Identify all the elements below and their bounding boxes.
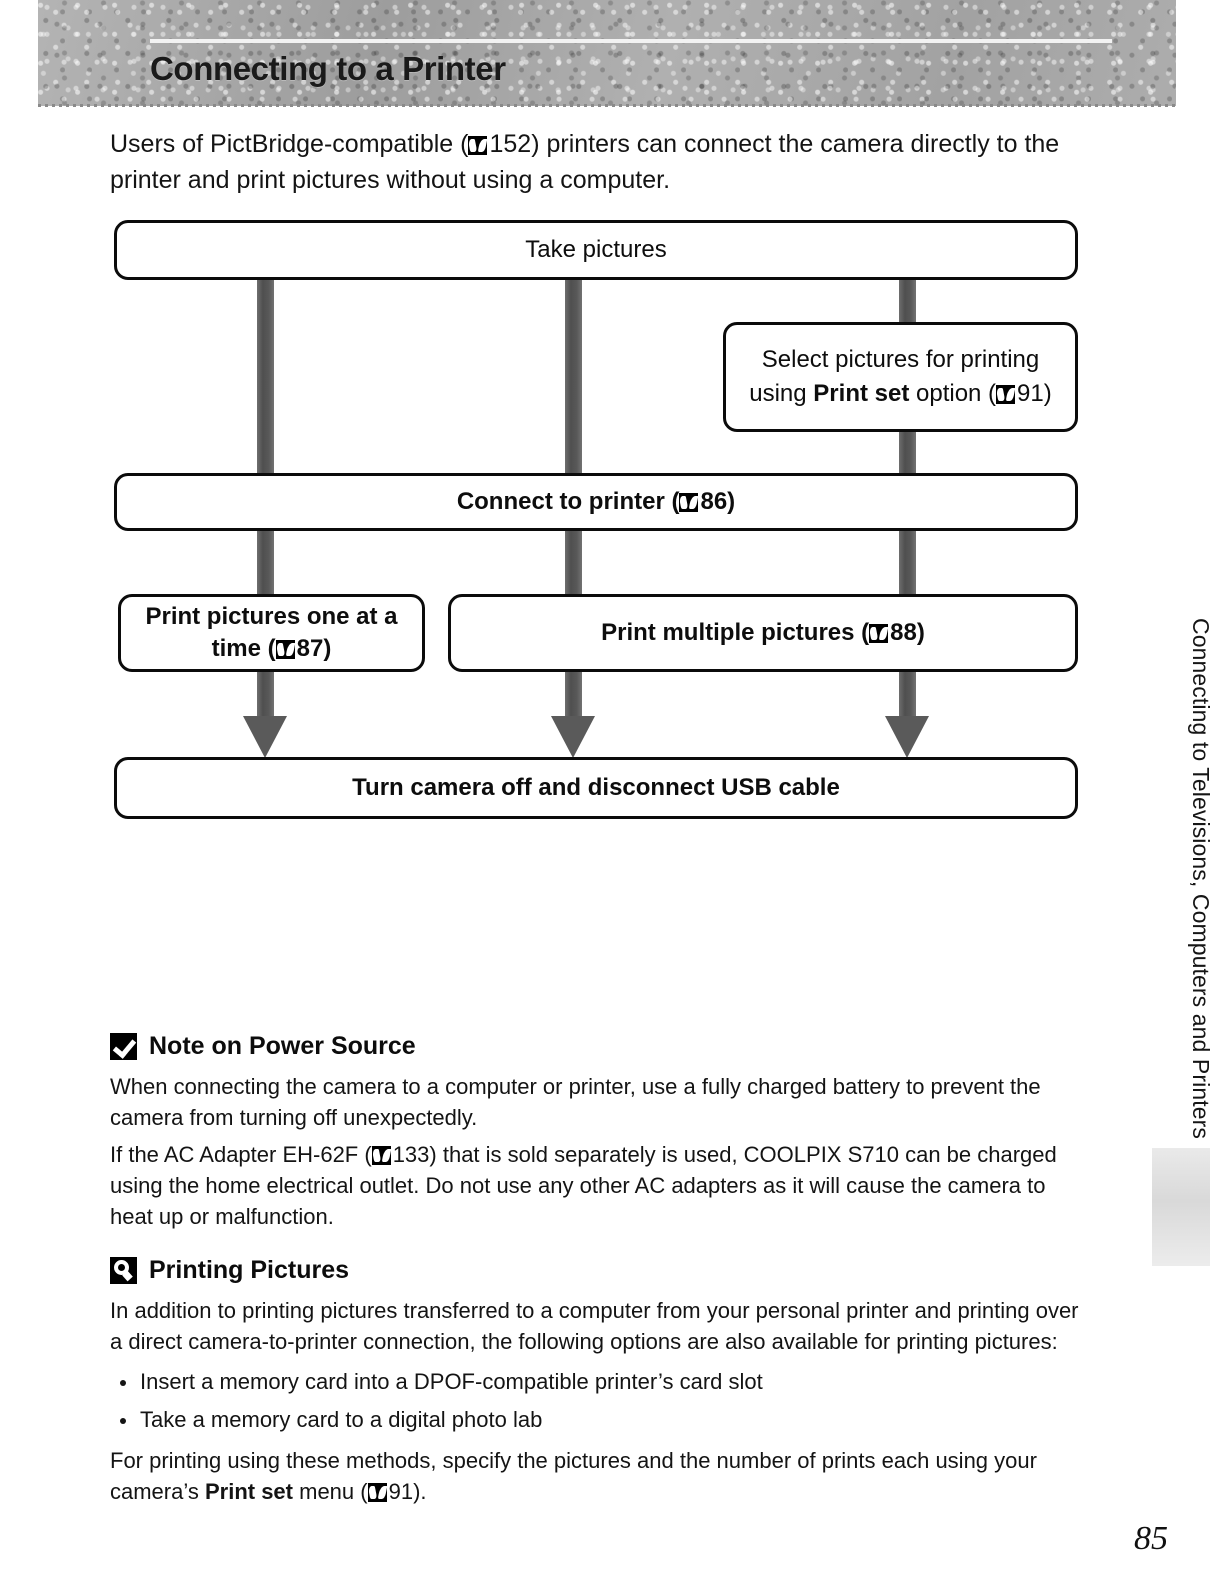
- note-printing-pictures-heading-label: Printing Pictures: [149, 1256, 350, 1284]
- note-printing-pictures-block: Printing Pictures In addition to printin…: [110, 1256, 1082, 1513]
- connect-text-pre: Connect to printer (: [456, 488, 680, 515]
- note-power-source-block: Note on Power Source When connecting the…: [110, 1032, 1082, 1238]
- check-icon: [110, 1033, 137, 1060]
- print-one-text-pre: Print pictures one at a time (: [145, 603, 398, 662]
- flow-box-select-pictures-line2: using Print set option ( 91): [749, 377, 1052, 411]
- lightbulb-tip-icon: [110, 1257, 137, 1284]
- intro-paragraph: Users of PictBridge-compatible ( 152) pri…: [110, 126, 1080, 198]
- note-printing-closing-paragraph: For printing using these methods, specif…: [110, 1445, 1082, 1507]
- reference-book-icon: [367, 1483, 387, 1502]
- note-printing-paragraph-1: In addition to printing pictures transfe…: [110, 1298, 1079, 1354]
- printing-closing-post: ).: [413, 1479, 427, 1504]
- printing-closing-pre: For printing using these methods, specif…: [110, 1448, 1037, 1504]
- flow-box-turn-camera-off-label: Turn camera off and disconnect USB cable: [352, 774, 840, 801]
- flow-box-print-one-label: Print pictures one at a time (87): [131, 601, 412, 665]
- printing-closing-bold: Print set: [204, 1479, 293, 1504]
- intro-text-after-ref: ) printers can connect the camera direct…: [110, 130, 1060, 194]
- note-printing-pictures-heading: Printing Pictures: [110, 1256, 1082, 1285]
- connector-print-multi-to-end: [565, 666, 582, 732]
- print-one-text-post: ): [323, 635, 332, 662]
- connect-ref-page: 86: [700, 488, 728, 515]
- printing-closing-ref: 91: [388, 1479, 414, 1504]
- flow-box-connect-to-printer: Connect to printer ( 86): [114, 473, 1078, 531]
- flow-box-print-one-at-a-time: Print pictures one at a time (87): [118, 594, 425, 672]
- flow-box-select-pictures-line1: Select pictures for printing: [761, 346, 1040, 373]
- flow-box-print-multiple-label: Print multiple pictures ( 88): [601, 617, 925, 649]
- flow-box-connect-label: Connect to printer ( 86): [457, 486, 735, 518]
- flow-box-take-pictures: Take pictures: [114, 220, 1078, 280]
- select-ref-page: 91: [1017, 380, 1044, 407]
- connector-right-trunk-lower: [899, 418, 916, 608]
- printing-closing-mid: menu (: [293, 1479, 368, 1504]
- print-one-ref-page: 87: [296, 635, 324, 662]
- arrowhead-right: [885, 716, 929, 758]
- select-line2-pre: using: [749, 380, 814, 407]
- header-dotted-divider: [38, 104, 1176, 107]
- flow-box-turn-camera-off: Turn camera off and disconnect USB cable: [114, 757, 1078, 819]
- connector-mid-to-print-multi: [565, 520, 582, 610]
- flow-box-print-multiple: Print multiple pictures ( 88): [448, 594, 1078, 672]
- flow-box-select-pictures: Select pictures for printing using Print…: [723, 322, 1078, 432]
- power-p2-pre: If the AC Adapter EH-62F (: [110, 1142, 372, 1167]
- connector-right-trunk-upper: [899, 268, 916, 338]
- list-item: Take a memory card to a digital photo la…: [110, 1401, 1082, 1439]
- reference-book-icon: [869, 624, 889, 643]
- print-multi-ref-page: 88: [890, 619, 917, 646]
- note-power-source-paragraph-2: If the AC Adapter EH-62F ( 133) that is s…: [110, 1139, 1082, 1232]
- page-number: 85: [1134, 1520, 1168, 1557]
- note-power-source-heading: Note on Power Source: [110, 1032, 1082, 1061]
- chapter-header-banner: Connecting to a Printer: [38, 0, 1176, 106]
- intro-text-before-ref: Users of PictBridge-compatible (: [110, 130, 469, 158]
- list-item: Insert a memory card into a DPOF-compati…: [110, 1363, 1082, 1401]
- flow-box-take-pictures-label: Take pictures: [525, 236, 667, 263]
- note-power-source-paragraph-1: When connecting the camera to a computer…: [110, 1074, 1041, 1130]
- reference-book-icon: [371, 1146, 391, 1165]
- connector-left-trunk: [257, 268, 274, 608]
- side-running-head: Connecting to Televisions, Computers and…: [1188, 618, 1214, 1139]
- select-line2-end: ): [1043, 380, 1052, 407]
- print-multi-text-pre: Print multiple pictures (: [601, 619, 870, 646]
- connector-print-one-to-end: [257, 666, 274, 732]
- connector-mid-trunk: [565, 268, 582, 608]
- select-line2-post: option (: [909, 380, 997, 407]
- side-chapter-marker: [1152, 1148, 1210, 1266]
- reference-book-icon: [275, 640, 295, 659]
- print-multi-text-post: ): [916, 619, 925, 646]
- connect-text-post: ): [727, 488, 736, 515]
- select-line2-bold: Print set: [813, 380, 910, 407]
- power-p2-ref: 133: [392, 1142, 430, 1167]
- reference-book-icon: [679, 493, 699, 512]
- connector-left-to-print-one: [257, 520, 274, 610]
- header-rule: [150, 39, 1112, 43]
- connector-right-to-print-multi: [899, 520, 916, 610]
- note-power-source-heading-label: Note on Power Source: [149, 1032, 416, 1060]
- connector-right-to-end: [899, 666, 916, 732]
- arrowhead-mid: [551, 716, 595, 758]
- reference-book-icon: [996, 385, 1016, 404]
- page-title: Connecting to a Printer: [150, 50, 506, 87]
- arrowhead-left: [243, 716, 287, 758]
- reference-book-icon: [468, 136, 488, 155]
- printing-options-list: Insert a memory card into a DPOF-compati…: [110, 1363, 1082, 1439]
- intro-ref-page: 152: [489, 130, 532, 158]
- power-p2-post: ) that is sold separately is used, COOLP…: [110, 1142, 1057, 1229]
